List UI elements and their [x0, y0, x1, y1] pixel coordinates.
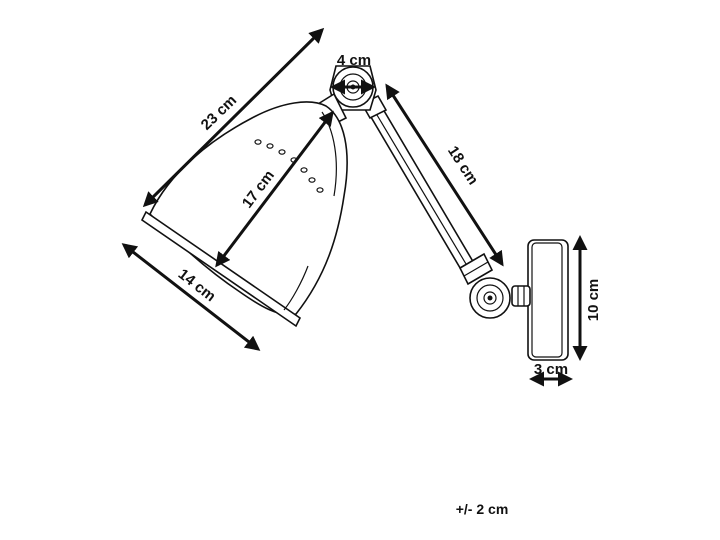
arm-length-dimension-line — [385, 83, 504, 267]
wall-base-plate — [511, 239, 569, 361]
base-height-label: 10 cm — [585, 279, 602, 322]
dimension-lines — [121, 27, 588, 387]
lower-joint — [469, 277, 511, 319]
shade-height-dimension-line — [215, 110, 334, 268]
arm-tube — [360, 94, 494, 286]
base-depth-label: 3 cm — [534, 361, 568, 378]
joint-width-label: 4 cm — [337, 52, 371, 69]
shade-diameter-dimension-line — [121, 243, 261, 351]
wall-lamp-illustration — [140, 65, 569, 361]
tolerance-note: +/- 2 cm — [456, 501, 509, 517]
